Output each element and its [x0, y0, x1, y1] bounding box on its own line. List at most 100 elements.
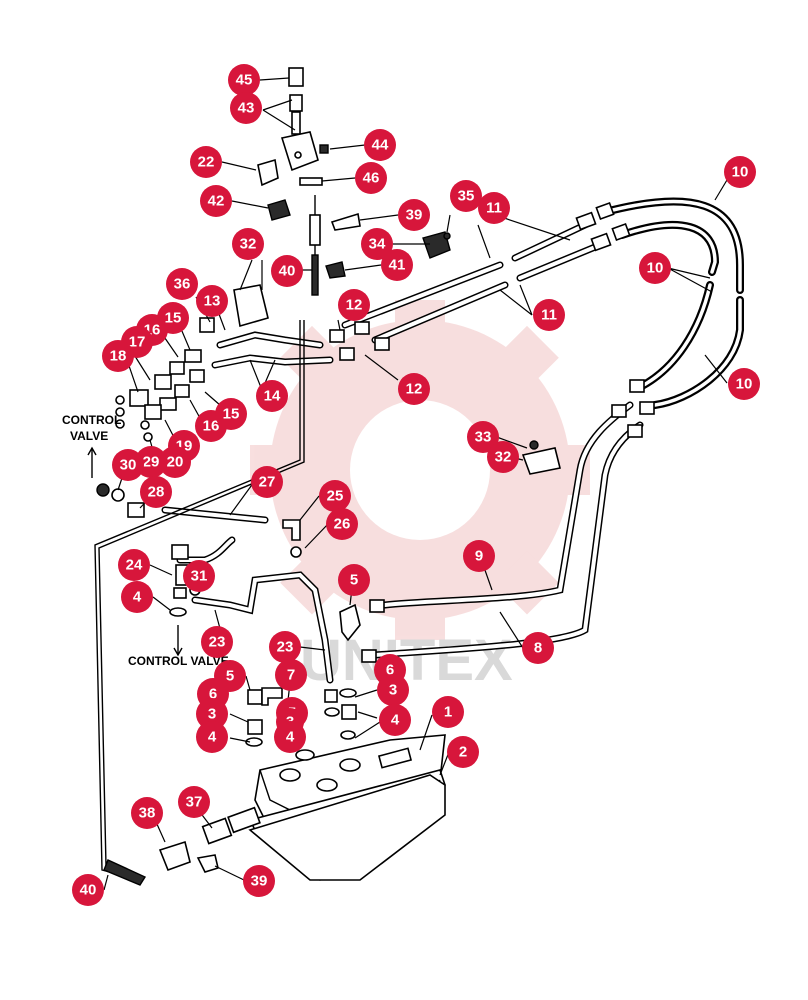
- svg-text:6: 6: [209, 686, 217, 703]
- svg-text:11: 11: [541, 307, 557, 324]
- svg-text:5: 5: [350, 572, 358, 589]
- callout-23-right: 23: [269, 631, 301, 663]
- svg-text:44: 44: [372, 137, 389, 154]
- svg-text:42: 42: [208, 193, 225, 210]
- tube-23: [176, 536, 334, 684]
- tube-11: [341, 221, 604, 344]
- callout-10-mid: 10: [639, 252, 671, 284]
- callout-15-top: 15: [157, 302, 189, 334]
- clamp-39-top: [330, 212, 361, 231]
- clamp-34: [422, 231, 451, 259]
- svg-text:2: 2: [459, 744, 467, 761]
- callout-34: 34: [361, 228, 393, 260]
- callout-4-left: 4: [121, 581, 153, 613]
- svg-text:33: 33: [475, 429, 492, 446]
- svg-text:17: 17: [129, 334, 146, 351]
- control-rod-40: [94, 320, 305, 886]
- control-handle: [280, 67, 329, 296]
- callout-43: 43: [230, 92, 262, 124]
- svg-text:40: 40: [80, 882, 97, 899]
- svg-text:13: 13: [204, 293, 221, 310]
- control-valve-label-top-2: VALVE: [70, 429, 108, 443]
- svg-text:29: 29: [143, 454, 160, 471]
- svg-text:10: 10: [736, 376, 753, 393]
- callout-2: 2: [447, 736, 479, 768]
- svg-text:38: 38: [139, 805, 156, 822]
- clamp-41: [325, 261, 346, 279]
- svg-text:12: 12: [406, 381, 423, 398]
- svg-text:4: 4: [208, 729, 217, 746]
- callout-44: 44: [364, 129, 396, 161]
- callout-13: 13: [196, 285, 228, 317]
- linkage-38-39: [158, 840, 219, 873]
- callout-37: 37: [178, 786, 210, 818]
- tube-8: [371, 421, 644, 659]
- callout-5-right: 5: [338, 564, 370, 596]
- hose-10: [601, 197, 744, 409]
- svg-text:16: 16: [203, 418, 220, 435]
- callout-46: 46: [355, 162, 387, 194]
- callout-39-top: 39: [398, 199, 430, 231]
- callout-7: 7: [275, 659, 307, 691]
- svg-text:8: 8: [534, 640, 542, 657]
- tubes-13-14: [211, 331, 334, 369]
- svg-text:45: 45: [236, 72, 253, 89]
- svg-text:39: 39: [251, 873, 268, 890]
- callout-1: 1: [432, 696, 464, 728]
- callout-32-top: 32: [232, 228, 264, 260]
- svg-text:5: 5: [226, 668, 234, 685]
- callout-8: 8: [522, 632, 554, 664]
- callout-42: 42: [200, 185, 232, 217]
- svg-text:25: 25: [327, 488, 344, 505]
- callout-39-bottom: 39: [243, 865, 275, 897]
- callout-12-top: 12: [338, 289, 370, 321]
- elbow-25: [282, 519, 302, 558]
- svg-text:27: 27: [259, 474, 276, 491]
- callout-31: 31: [183, 560, 215, 592]
- fittings-11: [575, 201, 631, 252]
- callout-30: 30: [112, 449, 144, 481]
- callout-40-top: 40: [271, 255, 303, 287]
- callout-40-bottom: 40: [72, 874, 104, 906]
- callout-3-right: 3: [377, 674, 409, 706]
- svg-text:35: 35: [458, 188, 475, 205]
- svg-text:31: 31: [191, 568, 208, 585]
- svg-text:6: 6: [386, 662, 394, 679]
- svg-text:18: 18: [110, 348, 127, 365]
- callout-14: 14: [256, 380, 288, 412]
- svg-text:41: 41: [389, 257, 406, 274]
- svg-text:36: 36: [174, 276, 191, 293]
- svg-text:9: 9: [475, 548, 483, 565]
- callout-15-bottom: 15: [215, 398, 247, 430]
- callout-12-bottom: 12: [398, 373, 430, 405]
- callout-11-bottom: 11: [533, 299, 565, 331]
- bracket-2: [248, 774, 446, 881]
- callout-33: 33: [467, 421, 499, 453]
- callout-22: 22: [190, 146, 222, 178]
- svg-text:4: 4: [286, 729, 295, 746]
- svg-text:32: 32: [495, 449, 512, 466]
- bracket-32-top: [233, 284, 269, 328]
- svg-text:15: 15: [223, 406, 240, 423]
- svg-text:4: 4: [133, 589, 142, 606]
- callout-25: 25: [319, 480, 351, 512]
- control-valve-label-bottom: CONTROL VALVE: [128, 654, 229, 668]
- svg-text:32: 32: [240, 236, 257, 253]
- callout-38: 38: [131, 797, 163, 829]
- svg-text:10: 10: [647, 260, 664, 277]
- svg-text:23: 23: [277, 639, 294, 656]
- clamp-42: [267, 199, 291, 221]
- svg-text:28: 28: [148, 484, 165, 501]
- fittings-8-9: [361, 379, 655, 663]
- svg-text:3: 3: [208, 706, 216, 723]
- arrow-head-bottom: [173, 647, 183, 657]
- svg-text:26: 26: [334, 516, 351, 533]
- callout-9: 9: [463, 540, 495, 572]
- svg-text:1: 1: [444, 704, 452, 721]
- svg-text:20: 20: [167, 454, 184, 471]
- svg-text:4: 4: [391, 712, 400, 729]
- callout-10-bottom: 10: [728, 368, 760, 400]
- callout-36: 36: [166, 268, 198, 300]
- callout-27: 27: [251, 466, 283, 498]
